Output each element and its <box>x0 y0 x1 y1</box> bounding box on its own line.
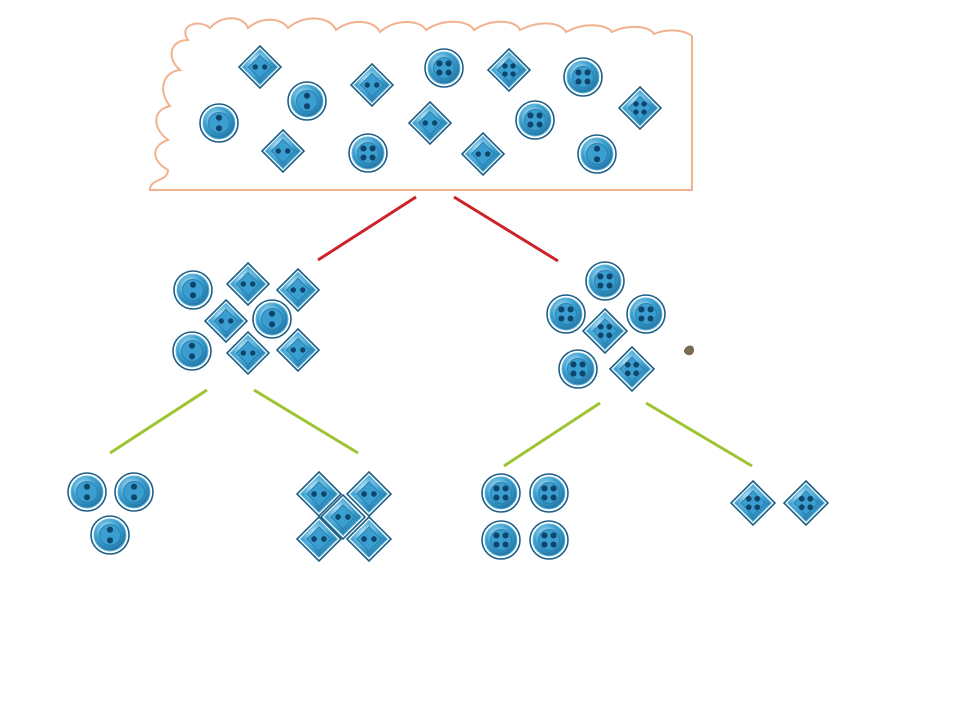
diamond-button-icon <box>407 100 453 146</box>
connector-left-left <box>109 388 208 455</box>
diamond-button-icon <box>608 345 656 393</box>
round-button-icon <box>90 515 130 555</box>
connector-left-right <box>253 388 359 455</box>
round-button-icon <box>348 133 388 173</box>
round-button-icon <box>287 81 327 121</box>
diamond-button-icon <box>729 479 777 527</box>
round-button-icon <box>563 57 603 97</box>
buttons-layer <box>67 44 830 563</box>
diamond-button-icon <box>617 85 663 131</box>
round-button-icon <box>515 100 555 140</box>
round-button-icon <box>199 103 239 143</box>
round-button-icon <box>577 134 617 174</box>
connector-top-right <box>453 195 559 263</box>
connector-right-left <box>503 401 601 468</box>
round-button-icon <box>481 520 521 560</box>
round-button-icon <box>173 270 213 310</box>
smudge-mark <box>684 345 694 356</box>
round-button-icon <box>172 331 212 371</box>
connector-right-right <box>645 401 753 468</box>
round-button-icon <box>529 520 569 560</box>
round-button-icon <box>481 473 521 513</box>
diamond-button-icon <box>275 267 321 313</box>
tree-connectors <box>109 195 753 468</box>
connector-top-left <box>317 195 417 262</box>
diamond-button-icon <box>345 515 393 563</box>
round-button-icon <box>424 48 464 88</box>
round-button-icon <box>67 472 107 512</box>
diamond-button-icon <box>345 470 393 518</box>
diamond-button-icon <box>295 515 343 563</box>
diamond-button-icon <box>319 493 367 541</box>
round-button-icon <box>529 473 569 513</box>
diamond-button-icon <box>581 307 629 355</box>
diamond-button-icon <box>782 479 830 527</box>
round-button-icon <box>252 299 292 339</box>
round-button-icon <box>558 349 598 389</box>
round-button-icon <box>546 294 586 334</box>
diamond-button-icon <box>225 261 271 307</box>
diamond-button-icon <box>237 44 283 90</box>
diamond-button-icon <box>225 330 271 376</box>
diamond-button-icon <box>460 131 506 177</box>
round-button-icon <box>114 472 154 512</box>
diamond-button-icon <box>295 470 343 518</box>
round-button-icon <box>585 261 625 301</box>
diamond-button-icon <box>260 128 306 174</box>
round-button-icon <box>626 294 666 334</box>
diamond-button-icon <box>275 327 321 373</box>
diamond-button-icon <box>349 62 395 108</box>
diamond-button-icon <box>486 47 532 93</box>
diamond-button-icon <box>203 298 249 344</box>
